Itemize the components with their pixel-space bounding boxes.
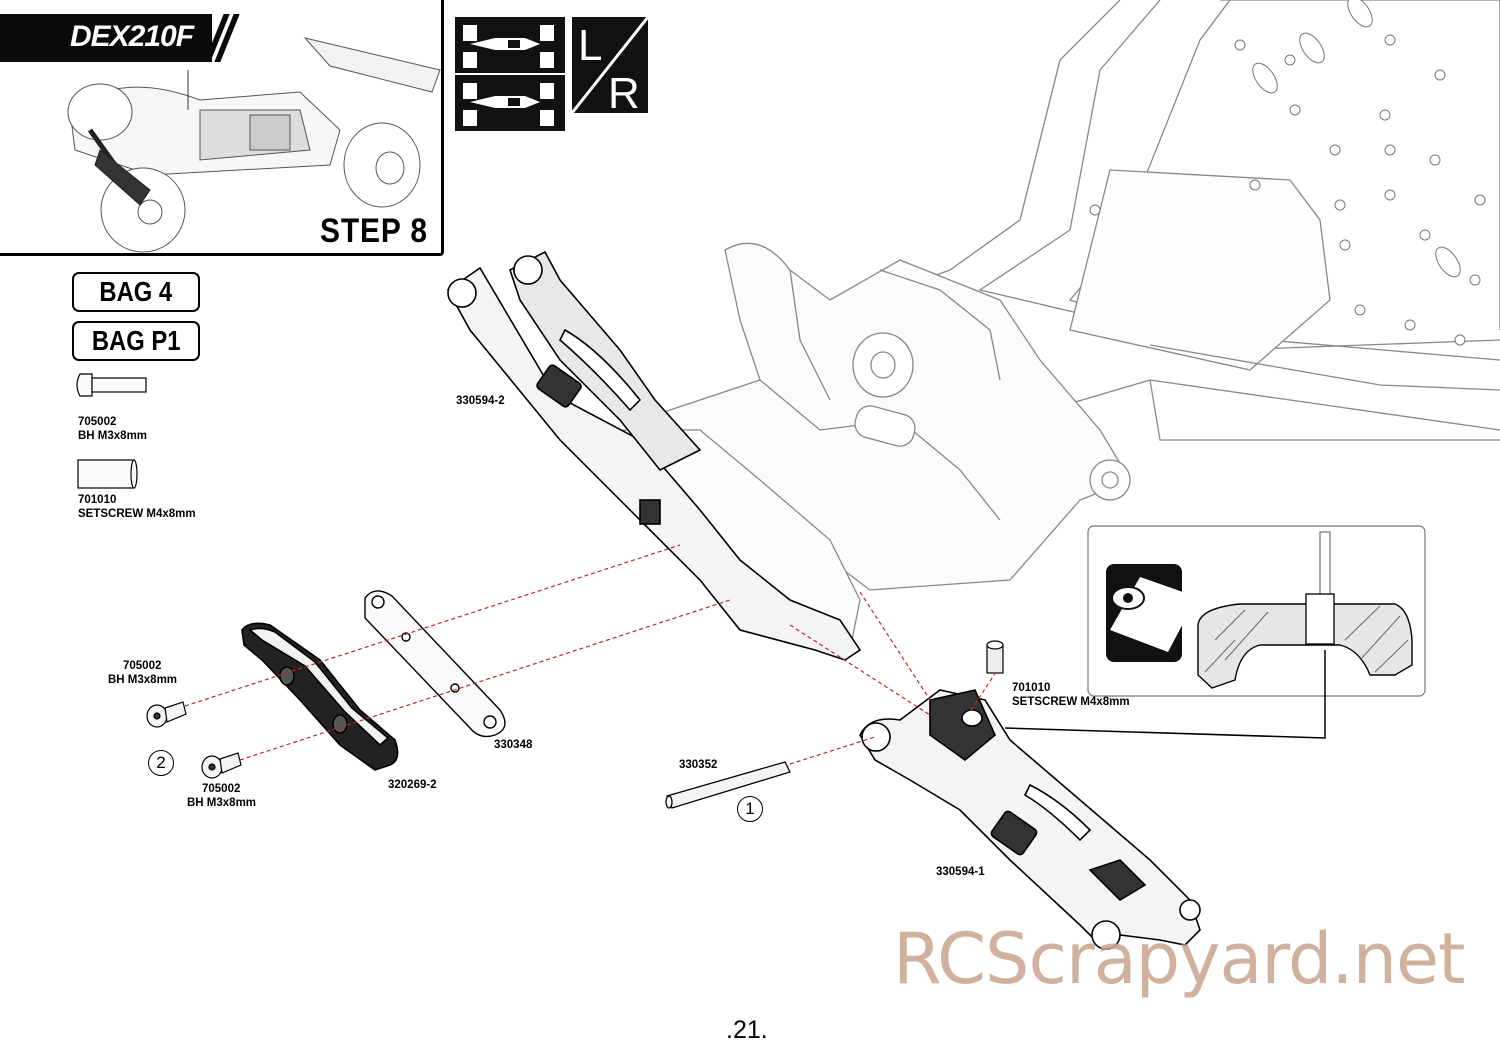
car-top-view-icon [455,17,565,131]
sequence-step-1: 1 [737,796,763,822]
watermark: RCScrapyard.net [893,918,1465,1000]
side-letter-right: R [608,69,640,118]
callout-screw-a-name: BH M3x8mm [108,674,178,686]
callout-screw-b-name: BH M3x8mm [187,797,257,809]
callout-plate: 330348 [494,739,533,751]
callout-holder: 320269-2 [388,779,437,791]
model-name: DEX210F [70,20,194,53]
arm-upper-part [446,250,862,661]
bh-screw-legend-icon [76,373,147,397]
bag-label-4: BAG 4 [72,272,200,312]
step-number: STEP 8 [320,212,428,250]
screw-part [146,701,242,779]
legend-part-name: BH M3x8mm [78,430,148,442]
plate-part [364,590,506,738]
setscrew-part [986,640,1004,674]
callout-screw-a-number: 705002 [123,660,162,672]
step-header-box [0,0,444,256]
callout-setscrew-name: SETSCREW M4x8mm [1012,696,1130,708]
callout-pin: 330352 [679,759,718,771]
callout-arm-lower: 330594-1 [936,866,985,878]
side-letter-left: L [578,21,602,70]
setscrew-legend-icon [77,459,138,489]
model-badge [0,14,212,62]
holder-part [241,622,399,771]
callout-arm-upper: 330594-2 [456,395,505,407]
page-number: .21. [726,1016,768,1044]
eye-manual-icon [1106,564,1197,662]
chassis-drawing [619,0,1500,651]
left-right-indicator [570,16,650,114]
sequence-step-2: 2 [148,750,174,776]
legend-part-number: 701010 [78,494,117,506]
chassis-holes [1089,0,1486,346]
car-overview-illustration [67,37,441,253]
legend-part-name: SETSCREW M4x8mm [78,508,196,520]
bag-label-p1: BAG P1 [72,321,200,361]
pin-part [665,761,791,809]
callout-screw-b-number: 705002 [202,783,241,795]
arm-lower-part [859,689,1201,950]
assembly-guide-lines [184,544,997,765]
callout-setscrew-number: 701010 [1012,682,1051,694]
legend-part-number: 705002 [78,416,117,428]
